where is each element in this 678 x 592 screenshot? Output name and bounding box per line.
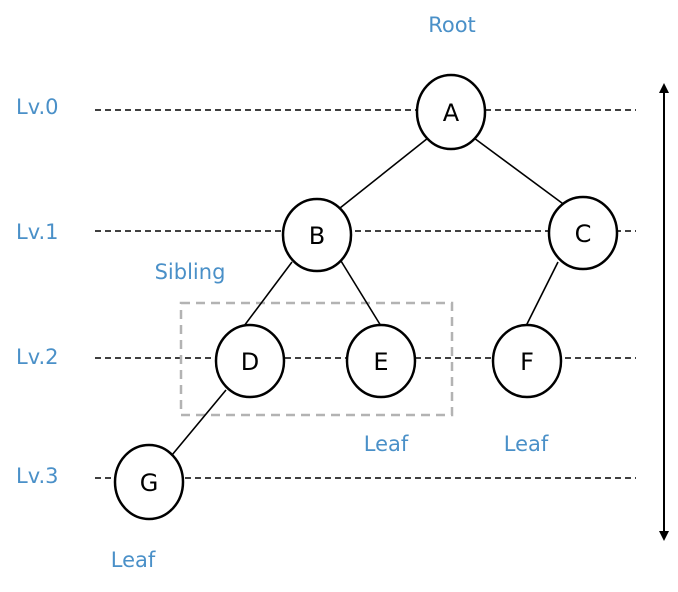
node-a-label: A [443, 99, 460, 127]
node-c-label: C [575, 220, 592, 248]
leaf-label-g: Leaf [111, 548, 156, 572]
node-g: G [113, 443, 185, 521]
sibling-box [179, 301, 454, 417]
node-a: A [415, 73, 487, 151]
node-b-label: B [309, 222, 325, 250]
node-b: B [281, 197, 353, 273]
node-e: E [345, 323, 417, 399]
edge-b-e [340, 260, 382, 327]
level-label-3: Lv.3 [16, 464, 59, 488]
level-label-2: Lv.2 [16, 345, 59, 369]
leaf-label-e: Leaf [364, 432, 409, 456]
node-e-label: E [373, 348, 388, 376]
edge-a-b [339, 137, 429, 209]
root-label: Root [428, 13, 476, 37]
node-c: C [547, 195, 619, 271]
edge-d-g [171, 389, 227, 456]
leaf-label-f: Leaf [504, 432, 549, 456]
node-f: F [491, 323, 563, 399]
sibling-label: Sibling [155, 260, 226, 284]
level-label-0: Lv.0 [16, 95, 59, 119]
edge-c-f [525, 261, 559, 327]
level-label-1: Lv.1 [16, 220, 59, 244]
node-d: D [214, 323, 286, 399]
edge-b-d [240, 261, 293, 331]
node-d-label: D [241, 348, 259, 376]
node-g-label: G [140, 469, 159, 497]
edge-a-c [473, 137, 567, 207]
node-f-label: F [520, 348, 534, 376]
